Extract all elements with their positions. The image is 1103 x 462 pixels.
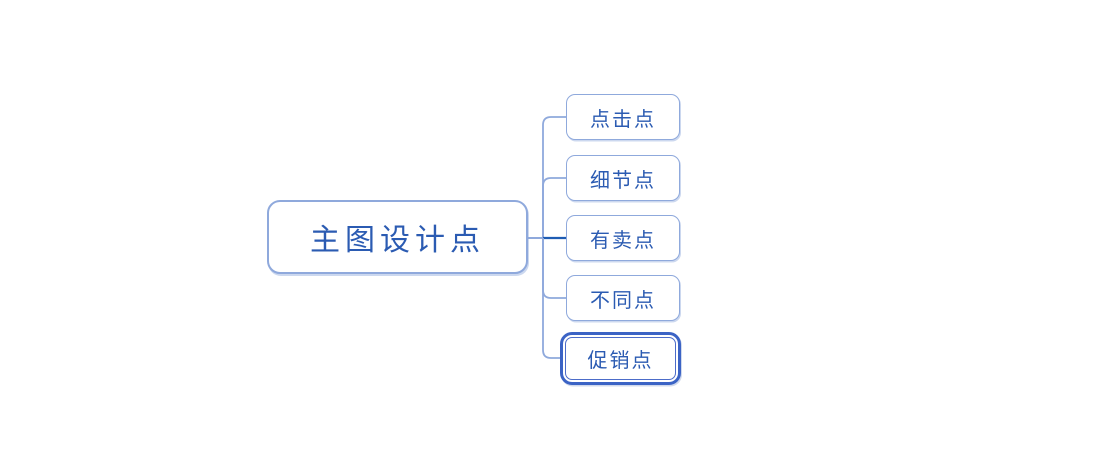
subtopic-node-4[interactable]: 不同点: [566, 275, 680, 321]
root-topic-node[interactable]: 主图设计点: [267, 200, 528, 274]
connector-branch-4: [542, 238, 566, 299]
subtopic-node-3[interactable]: 有卖点: [566, 215, 680, 261]
subtopic-label-3: 有卖点: [590, 227, 656, 252]
subtopic-label-1: 点击点: [590, 106, 656, 131]
subtopic-node-5-selection-outline[interactable]: 促销点: [560, 332, 681, 385]
subtopic-label-4: 不同点: [590, 287, 656, 312]
connector-branch-1: [542, 116, 566, 238]
root-topic-label: 主图设计点: [310, 223, 485, 258]
connector-branch-2: [542, 177, 566, 238]
subtopic-node-2[interactable]: 细节点: [566, 155, 680, 201]
subtopic-label-5: 促销点: [587, 348, 654, 372]
subtopic-label-2: 细节点: [590, 167, 656, 192]
subtopic-node-1[interactable]: 点击点: [566, 94, 680, 140]
subtopic-node-5[interactable]: 促销点: [565, 337, 676, 380]
